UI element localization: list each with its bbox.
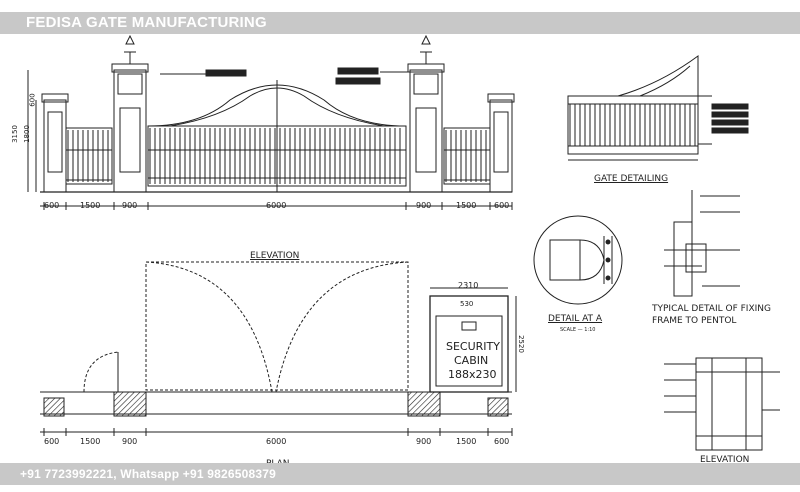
security-cabin xyxy=(429,287,517,393)
detail-a-title: DETAIL AT A xyxy=(548,314,603,324)
elev-dim-3: 900 xyxy=(122,201,138,210)
fixing-detail-line-1: TYPICAL DETAIL OF FIXING xyxy=(652,304,771,314)
header-title: FEDISA GATE MANUFACTURING xyxy=(26,14,267,31)
elev-height-1: 3150 xyxy=(10,125,19,143)
pillar-left-tall xyxy=(111,34,149,193)
gate-detail-drawing xyxy=(567,55,749,161)
plan-dim-1: 600 xyxy=(44,437,60,446)
plan-dim-7: 600 xyxy=(494,437,510,446)
main-gate xyxy=(147,80,407,192)
plan-dim-2: 1500 xyxy=(80,437,101,446)
pillar-right-tall xyxy=(407,34,445,193)
elev-dim-7: 600 xyxy=(494,201,510,210)
cabin-line-1: SECURITY xyxy=(446,340,500,353)
elev-height-2: 1800 xyxy=(22,125,31,143)
plan-pillars xyxy=(43,391,509,417)
detail-a-drawing xyxy=(533,215,623,305)
pillar-left-small xyxy=(41,93,69,193)
elev-dim-2: 1500 xyxy=(80,201,101,210)
fixing-detail-line-2: FRAME TO PENTOL xyxy=(652,316,737,326)
plan-dim-5: 900 xyxy=(416,437,432,446)
elevation-title: ELEVATION xyxy=(250,251,300,261)
side-elevation-drawing xyxy=(664,357,780,451)
plan-dim-3: 900 xyxy=(122,437,138,446)
cabin-inner-dim: 530 xyxy=(460,300,474,308)
header-banner: FEDISA GATE MANUFACTURING xyxy=(0,12,800,34)
plan-dim-6: 1500 xyxy=(456,437,477,446)
elev-height-3: 600 xyxy=(28,93,37,107)
pillar-right-small xyxy=(487,93,515,193)
footer-contact: +91 7723992221, Whatsapp +91 9826508379 xyxy=(20,467,276,481)
footer-banner: +91 7723992221, Whatsapp +91 9826508379 xyxy=(0,463,800,485)
cabin-line-3: 188x230 xyxy=(448,368,497,381)
cabin-height: 2520 xyxy=(516,335,525,353)
cabin-width: 2310 xyxy=(458,281,479,290)
cabin-line-2: CABIN xyxy=(454,354,489,367)
side-elevation-title: ELEVATION xyxy=(700,455,750,465)
detail-a-scale: SCALE — 1:10 xyxy=(560,327,596,333)
elev-dim-1: 600 xyxy=(44,201,60,210)
plan-dim-4: 6000 xyxy=(266,437,287,446)
fixing-detail-drawing xyxy=(664,190,740,297)
elev-dim-5: 900 xyxy=(416,201,432,210)
elev-dim-6: 1500 xyxy=(456,201,477,210)
side-railing-left xyxy=(65,127,113,185)
elev-dim-4: 6000 xyxy=(266,201,287,210)
gate-detailing-title: GATE DETAILING xyxy=(594,174,669,184)
